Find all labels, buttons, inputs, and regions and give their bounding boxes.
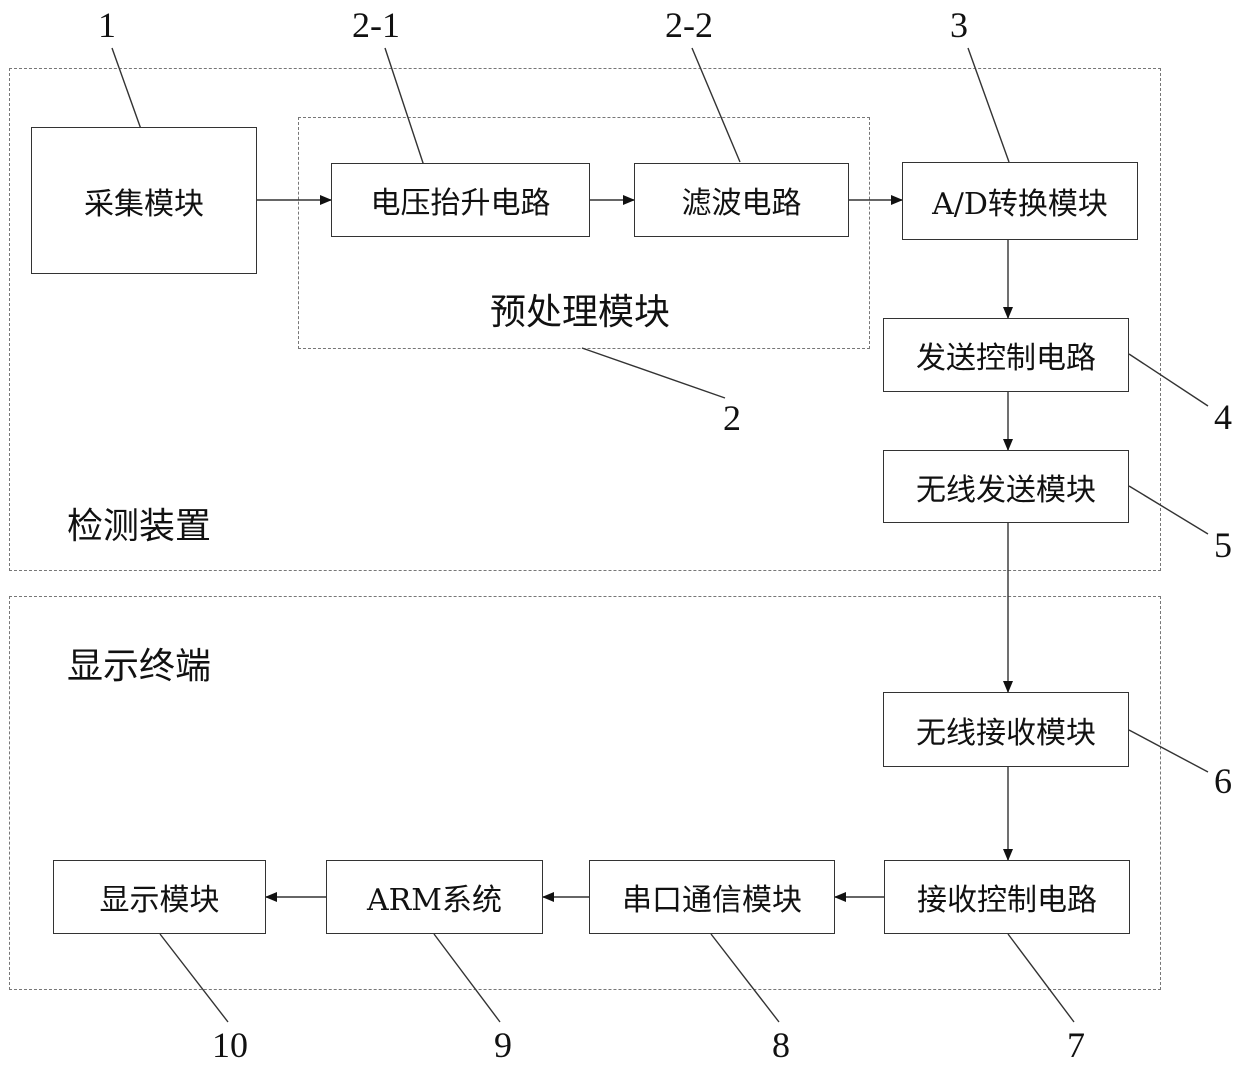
- callout-10: 10: [212, 1024, 248, 1066]
- leader-4: [1129, 354, 1208, 406]
- serial-communication-module-box: 串口通信模块: [589, 860, 835, 934]
- callout-8: 8: [772, 1024, 790, 1066]
- leader-3: [968, 48, 1009, 162]
- display-terminal-title: 显示终端: [67, 637, 211, 689]
- callout-2-2: 2-2: [665, 4, 713, 46]
- wireless-send-module-box: 无线发送模块: [883, 450, 1129, 523]
- arm-system-box: ARM系统: [326, 860, 543, 934]
- wireless-receive-module-label: 无线接收模块: [916, 708, 1096, 752]
- collect-module-label: 采集模块: [84, 179, 204, 223]
- filter-circuit-label: 滤波电路: [682, 178, 802, 222]
- ad-conversion-module-label: A/D转换模块: [932, 179, 1108, 223]
- leader-10: [160, 934, 228, 1022]
- preprocess-module-title: 预处理模块: [490, 283, 670, 335]
- collect-module-box: 采集模块: [31, 127, 257, 274]
- callout-6: 6: [1214, 760, 1232, 802]
- display-module-box: 显示模块: [53, 860, 266, 934]
- callout-4: 4: [1214, 396, 1232, 438]
- callout-2: 2: [723, 397, 741, 439]
- send-control-circuit-box: 发送控制电路: [883, 318, 1129, 392]
- callout-1: 1: [98, 4, 116, 46]
- receive-control-circuit-box: 接收控制电路: [884, 860, 1130, 934]
- leader-7: [1008, 934, 1074, 1022]
- leader-2-1: [385, 48, 426, 172]
- wireless-send-module-label: 无线发送模块: [916, 465, 1096, 509]
- leader-2: [582, 348, 725, 398]
- serial-communication-module-label: 串口通信模块: [622, 875, 802, 919]
- send-control-circuit-label: 发送控制电路: [916, 333, 1096, 377]
- leader-2-2: [692, 48, 740, 162]
- voltage-boost-circuit-label: 电压抬升电路: [371, 178, 551, 222]
- callout-7: 7: [1067, 1024, 1085, 1066]
- display-module-label: 显示模块: [100, 875, 220, 919]
- callout-5: 5: [1214, 524, 1232, 566]
- filter-circuit-box: 滤波电路: [634, 163, 849, 237]
- wireless-receive-module-box: 无线接收模块: [883, 692, 1129, 767]
- leader-8: [711, 934, 779, 1022]
- callout-2-1: 2-1: [352, 4, 400, 46]
- leader-5: [1129, 486, 1208, 534]
- detection-device-title: 检测装置: [67, 497, 211, 549]
- leader-6: [1129, 730, 1208, 772]
- callout-3: 3: [950, 4, 968, 46]
- ad-conversion-module-box: A/D转换模块: [902, 162, 1138, 240]
- arm-system-label: ARM系统: [367, 875, 502, 919]
- leader-9: [434, 934, 500, 1022]
- voltage-boost-circuit-box: 电压抬升电路: [331, 163, 590, 237]
- callout-9: 9: [494, 1024, 512, 1066]
- receive-control-circuit-label: 接收控制电路: [917, 875, 1097, 919]
